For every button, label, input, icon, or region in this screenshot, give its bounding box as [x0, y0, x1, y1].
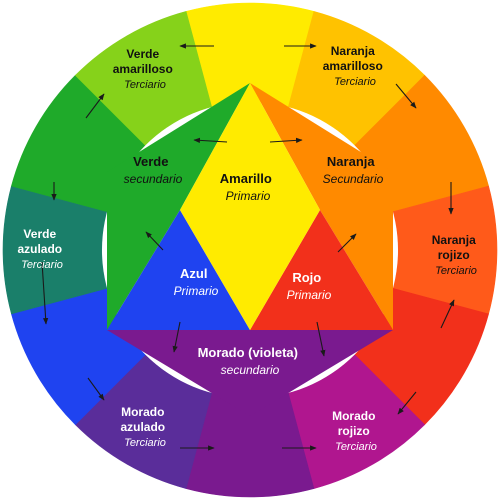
label-verde-type: secundario — [124, 172, 183, 186]
arrow-6 — [269, 137, 303, 144]
arrow-3 — [85, 93, 105, 119]
arrow-11 — [41, 261, 49, 325]
label-morado-azulado: Morado azulado Terciario — [120, 403, 169, 449]
label-verde-azulado-line1: Verde — [23, 227, 56, 241]
label-morado-azulado-type: Terciario — [124, 437, 166, 449]
label-rojo: Rojo Primario — [287, 269, 332, 302]
label-naranja-amarilloso: Naranja amarilloso Terciario — [323, 42, 387, 88]
label-amarillo-name: Amarillo — [220, 171, 272, 186]
arrow-4 — [395, 83, 417, 109]
primary-amarillo-region — [180, 83, 320, 210]
label-morado-name: Morado (violeta) — [198, 345, 298, 360]
arrows — [41, 43, 455, 451]
label-verde-azulado-type: Terciario — [21, 259, 63, 271]
ring-segment-verde-amarilloso — [74, 11, 213, 146]
label-naranja-rojizo-type: Terciario — [435, 265, 477, 277]
label-morado-rojizo-line1: Morado — [332, 409, 375, 423]
label-naranja-name: Naranja — [327, 154, 375, 169]
label-morado-type: secundario — [221, 363, 280, 377]
label-morado: Morado (violeta) secundario — [198, 344, 303, 377]
label-rojo-name: Rojo — [292, 270, 321, 285]
primary-azul-region — [107, 210, 250, 330]
label-morado-rojizo-line2: rojizo — [338, 424, 370, 438]
secondary-naranja-region — [250, 83, 393, 330]
label-verde-amarilloso-type: Terciario — [124, 79, 166, 91]
label-verde-amarilloso: Verde amarilloso Terciario — [113, 45, 177, 91]
label-naranja-type: Secundario — [323, 172, 384, 186]
label-morado-azulado-line2: azulado — [120, 420, 165, 434]
arrow-16 — [397, 391, 417, 415]
arrow-5 — [193, 137, 228, 143]
label-morado-rojizo: Morado rojizo Terciario — [332, 407, 380, 453]
label-rojo-type: Primario — [287, 288, 332, 302]
arrow-13 — [172, 321, 181, 353]
label-morado-azulado-line1: Morado — [121, 405, 164, 419]
label-naranja-rojizo-line2: rojizo — [438, 248, 470, 262]
label-naranja-amarilloso-line2: amarilloso — [323, 59, 383, 73]
label-naranja-rojizo: Naranja rojizo Terciario — [432, 231, 480, 277]
label-azul-name: Azul — [180, 266, 207, 281]
arrow-14 — [316, 321, 326, 357]
label-verde-azulado: Verde azulado Terciario — [17, 225, 66, 271]
center-triangle — [180, 210, 320, 330]
label-naranja: Naranja Secundario — [323, 153, 384, 186]
label-verde: Verde secundario — [124, 153, 183, 186]
arrow-10 — [337, 233, 357, 253]
label-verde-amarilloso-line1: Verde — [126, 47, 159, 61]
arrow-12 — [440, 299, 455, 329]
label-naranja-amarilloso-type: Terciario — [334, 76, 376, 88]
arrow-15 — [87, 377, 105, 401]
label-amarillo-type: Primario — [226, 189, 271, 203]
secondary-verde-region — [107, 83, 250, 330]
arrow-9 — [145, 231, 164, 251]
primary-rojo-region — [250, 210, 393, 330]
label-morado-rojizo-type: Terciario — [335, 441, 377, 453]
label-verde-azulado-line2: azulado — [17, 242, 62, 256]
label-verde-name: Verde — [133, 154, 168, 169]
label-azul-type: Primario — [174, 284, 219, 298]
label-naranja-amarilloso-line1: Naranja — [331, 44, 375, 58]
label-naranja-rojizo-line1: Naranja — [432, 233, 476, 247]
label-verde-amarilloso-line2: amarilloso — [113, 62, 173, 76]
label-amarillo: Amarillo Primario — [220, 170, 276, 203]
label-azul: Azul Primario — [174, 265, 219, 298]
